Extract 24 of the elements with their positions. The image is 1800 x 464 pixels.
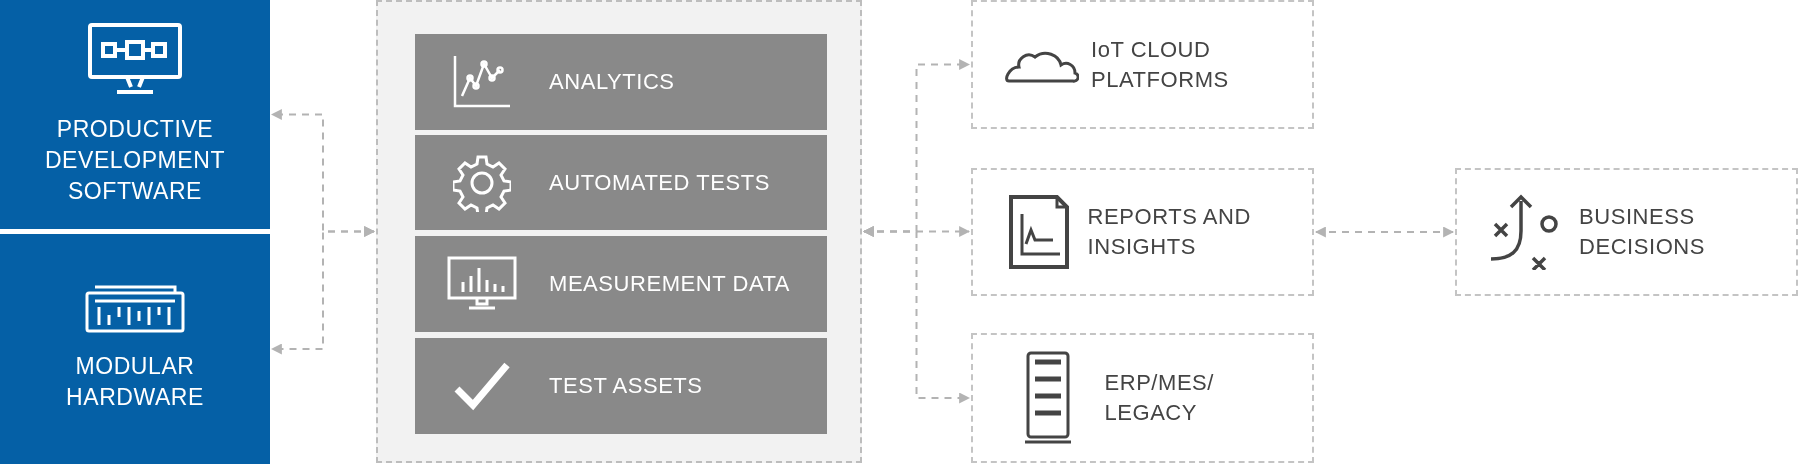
feature-bar <box>415 135 827 230</box>
node-label: MEASUREMENT DATA <box>549 270 791 298</box>
system-box <box>971 168 1314 296</box>
feature-bar <box>415 34 827 130</box>
node-label: PRODUCTIVE DEVELOPMENT SOFTWARE <box>43 115 227 206</box>
connector-arrow <box>862 226 971 404</box>
node-label: ERP/MES/ LEGACY <box>1104 369 1215 427</box>
system-box <box>971 0 1314 129</box>
hardware-box <box>0 234 270 464</box>
node-label: ANALYTICS <box>549 68 675 96</box>
feature-bar <box>415 338 827 434</box>
node-label: AUTOMATED TESTS <box>549 168 770 197</box>
container-box <box>376 0 862 463</box>
feature-bar <box>415 236 827 332</box>
decision-box <box>1455 168 1798 296</box>
node-label: BUSINESS DECISIONS <box>1579 203 1706 261</box>
software-box <box>0 0 270 229</box>
system-box <box>971 333 1314 463</box>
node-label: IoT CLOUD PLATFORMS <box>1091 35 1230 94</box>
connector-arrow <box>270 226 376 355</box>
node-label: TEST ASSETS <box>549 372 703 400</box>
node-label: REPORTS AND INSIGHTS <box>1087 203 1252 261</box>
node-label: MODULAR HARDWARE <box>65 352 205 412</box>
connector-arrow <box>1314 226 1455 238</box>
